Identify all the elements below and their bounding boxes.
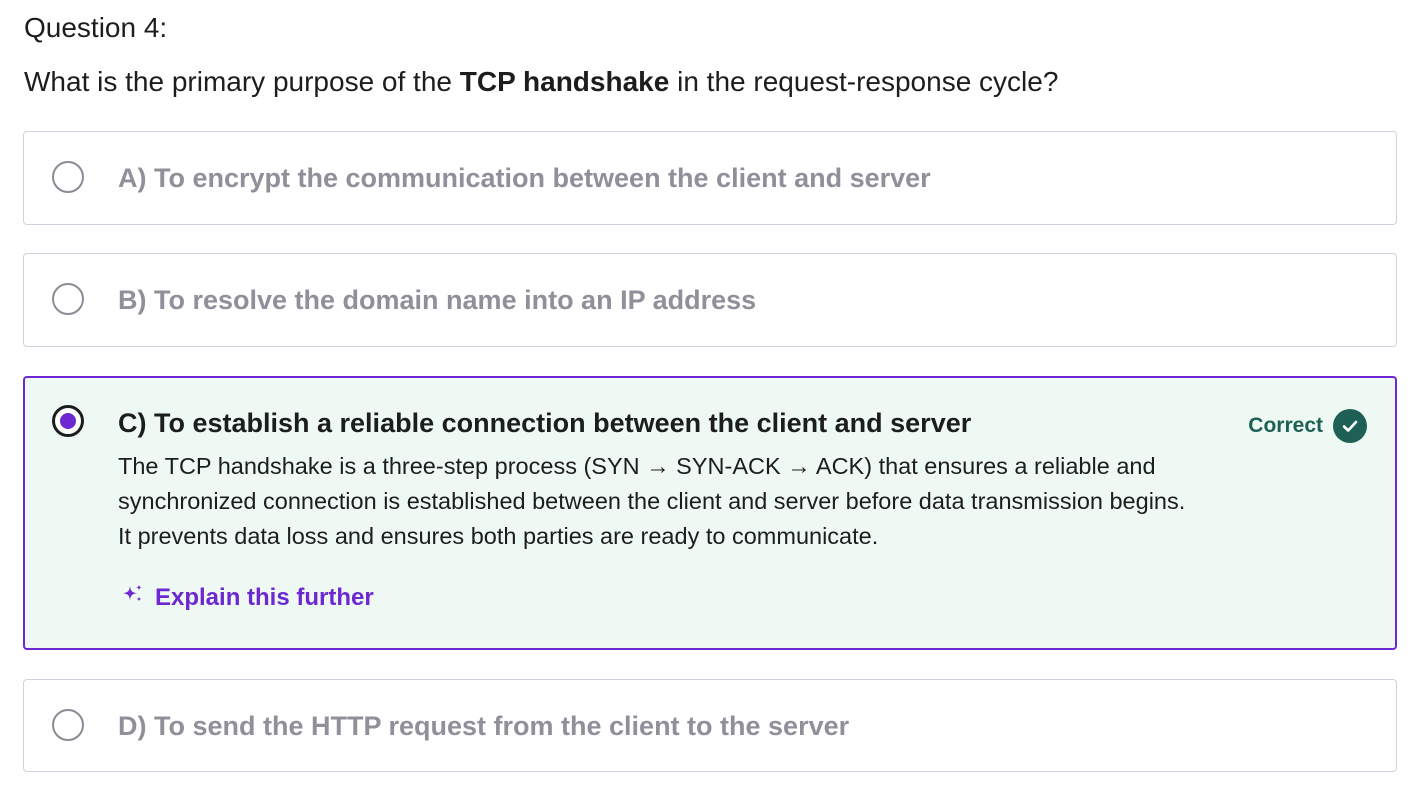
answer-option-label: C) To establish a reliable connection be… <box>118 408 972 438</box>
sparkle-icon <box>121 582 145 613</box>
question-text-start: What is the primary purpose of the <box>24 66 460 97</box>
answer-option-b[interactable]: B) To resolve the domain name into an IP… <box>23 253 1397 347</box>
radio-button-c-selected[interactable] <box>52 405 84 437</box>
radio-button-a[interactable] <box>52 161 84 193</box>
answer-option-label: D) To send the HTTP request from the cli… <box>118 711 850 741</box>
answer-option-label: A) To encrypt the communication between … <box>118 163 931 193</box>
radio-button-d[interactable] <box>52 709 84 741</box>
radio-button-b[interactable] <box>52 283 84 315</box>
question-text-bold: TCP handshake <box>459 66 670 97</box>
answer-option-c[interactable]: C) To establish a reliable connection be… <box>23 376 1397 650</box>
explain-further-label: Explain this further <box>155 583 374 611</box>
question-text: What is the primary purpose of the TCP h… <box>24 64 1058 100</box>
answer-explanation: The TCP handshake is a three-step proces… <box>118 453 1186 549</box>
question-text-end: in the request-response cycle? <box>669 66 1059 97</box>
correct-badge: Correct <box>1248 409 1367 443</box>
answer-option-d[interactable]: D) To send the HTTP request from the cli… <box>23 679 1397 772</box>
answer-option-label: B) To resolve the domain name into an IP… <box>118 285 757 315</box>
explain-further-link[interactable]: Explain this further <box>121 582 374 613</box>
check-circle-icon <box>1333 409 1367 443</box>
question-number: Question 4: <box>24 12 168 43</box>
correct-label: Correct <box>1248 414 1323 437</box>
answer-option-a[interactable]: A) To encrypt the communication between … <box>23 131 1397 225</box>
